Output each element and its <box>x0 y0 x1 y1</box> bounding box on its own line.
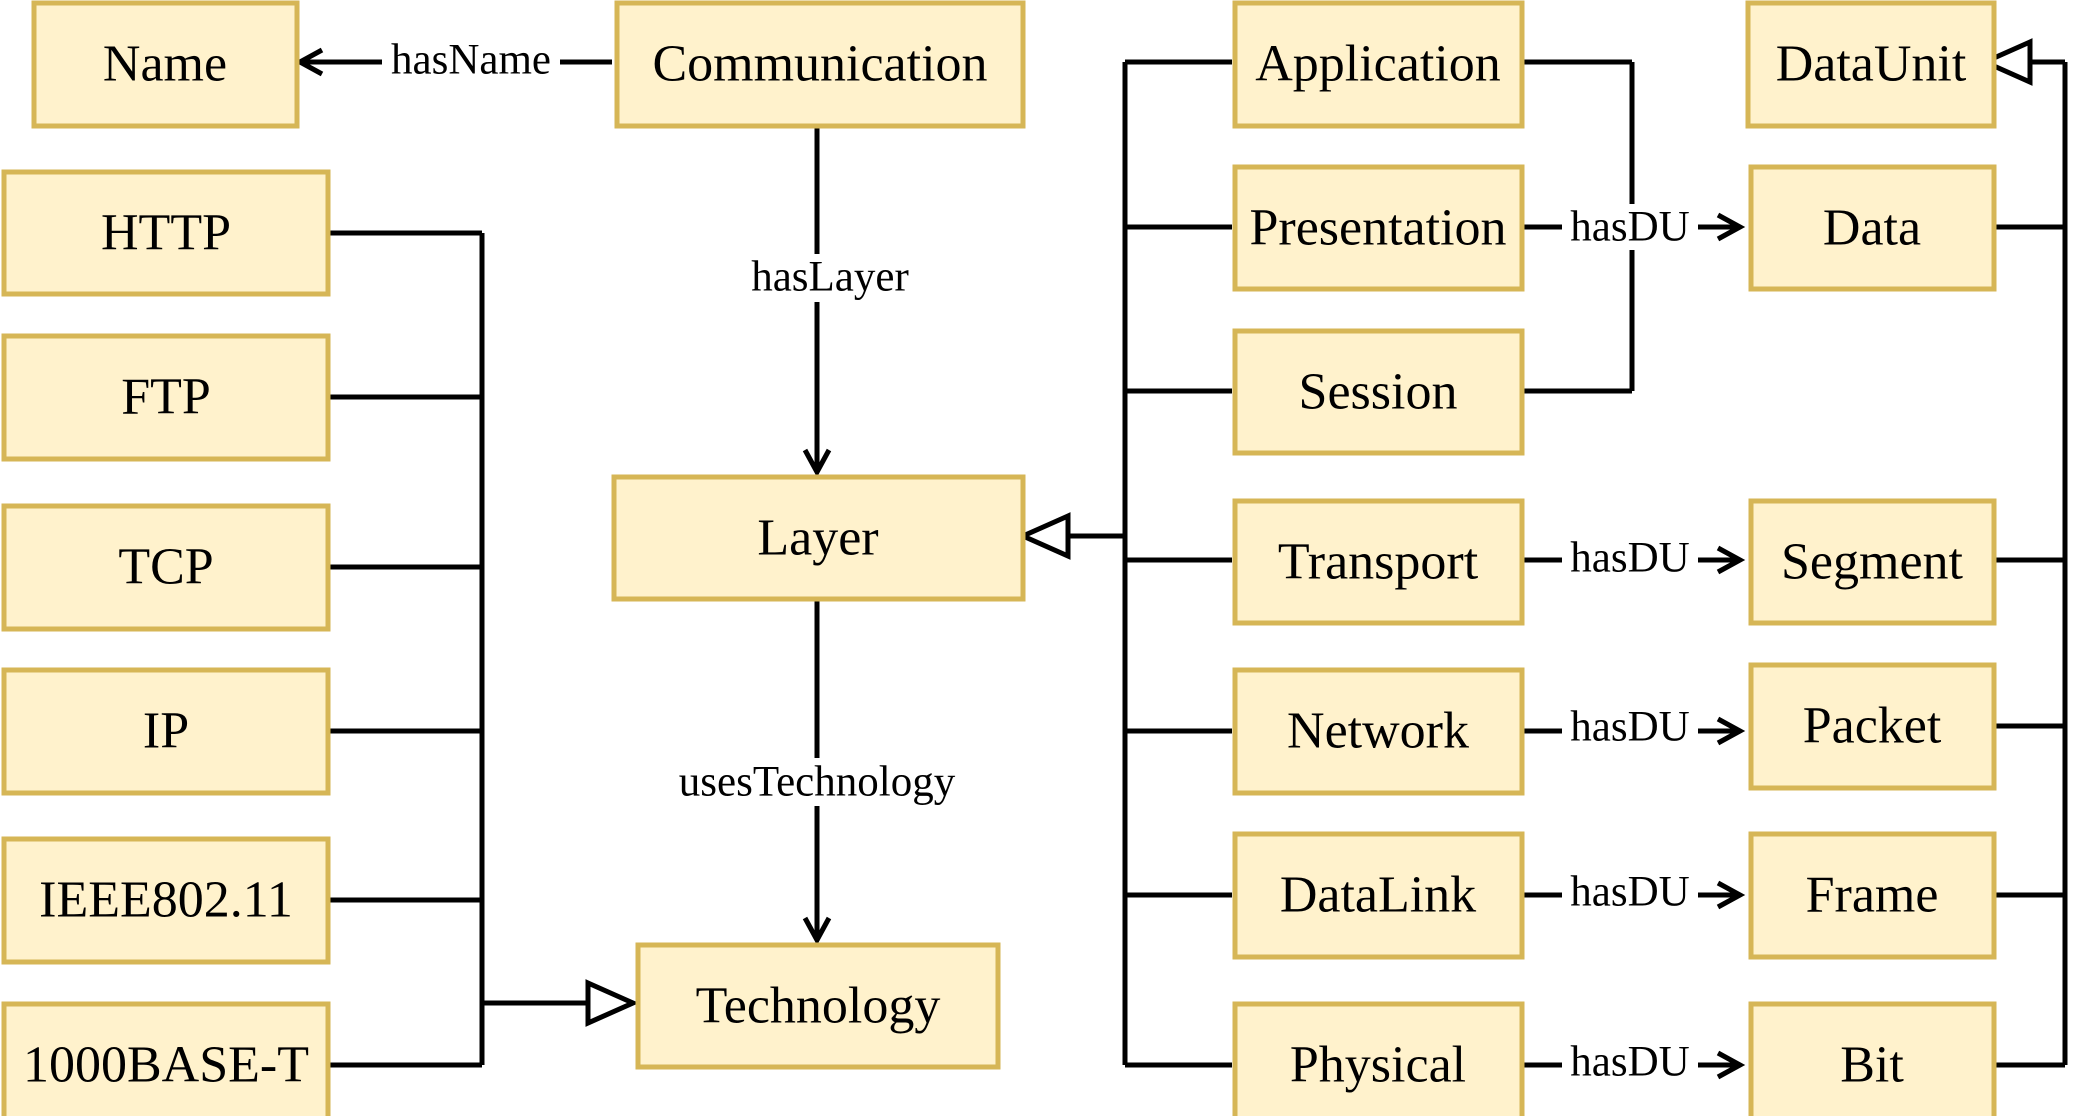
node-dataunit-label: DataUnit <box>1776 36 1967 93</box>
arrowhead-icon <box>802 916 832 946</box>
has-du-transport-label: hasDU <box>1570 535 1689 582</box>
node-1000base-t-label: 1000BASE-T <box>23 1037 309 1094</box>
node-segment-label: Segment <box>1781 534 1964 591</box>
node-tcp-label: TCP <box>118 539 213 596</box>
generalization-triangle-icon <box>1016 512 1071 560</box>
node-datalink[interactable]: DataLink <box>1232 831 1525 960</box>
node-name[interactable]: Name <box>31 0 300 129</box>
node-packet[interactable]: Packet <box>1748 662 1997 791</box>
node-presentation-label: Presentation <box>1249 200 1506 257</box>
arrowhead-icon <box>1716 716 1746 746</box>
node-segment[interactable]: Segment <box>1748 498 1997 626</box>
node-session-label: Session <box>1299 364 1458 421</box>
node-frame-label: Frame <box>1806 867 1939 924</box>
has-layer-label: hasLayer <box>751 254 909 301</box>
node-dataunit[interactable]: DataUnit <box>1745 0 1997 129</box>
arrowhead-icon <box>1716 880 1746 910</box>
has-du-network-label: hasDU <box>1570 704 1689 751</box>
nodes: Name Communication Layer Technology HTTP… <box>1 0 1997 1116</box>
uses-technology-label: usesTechnology <box>679 759 956 806</box>
node-datalink-label: DataLink <box>1280 867 1476 924</box>
has-name-label: hasName <box>391 37 551 84</box>
arrowhead-icon <box>802 448 832 478</box>
arrowhead-icon <box>1716 1050 1746 1080</box>
node-communication-label: Communication <box>652 36 987 93</box>
node-ftp-label: FTP <box>121 369 211 426</box>
node-1000base-t[interactable]: 1000BASE-T <box>1 1001 331 1116</box>
node-session[interactable]: Session <box>1232 328 1525 456</box>
node-ip-label: IP <box>143 703 189 760</box>
node-packet-label: Packet <box>1803 698 1942 755</box>
has-du-physical-label: hasDU <box>1570 1039 1689 1086</box>
node-layer-label: Layer <box>757 510 878 567</box>
arrowhead-icon <box>1716 545 1746 575</box>
has-du-presentation-label: hasDU <box>1570 204 1689 251</box>
node-bit[interactable]: Bit <box>1748 1001 1997 1116</box>
edge-dataunit-subclasses <box>1978 38 2068 1068</box>
generalization-triangle-icon <box>585 979 640 1027</box>
node-technology[interactable]: Technology <box>635 942 1001 1070</box>
node-physical[interactable]: Physical <box>1232 1001 1525 1116</box>
node-tcp[interactable]: TCP <box>1 503 331 632</box>
node-transport-label: Transport <box>1278 534 1479 591</box>
arrowhead-icon <box>294 47 324 77</box>
has-du-datalink-label: hasDU <box>1570 869 1689 916</box>
node-name-label: Name <box>103 36 227 93</box>
node-data[interactable]: Data <box>1748 164 1997 292</box>
node-technology-label: Technology <box>696 978 941 1035</box>
node-http-label: HTTP <box>101 205 231 262</box>
node-ftp[interactable]: FTP <box>1 333 331 462</box>
node-network[interactable]: Network <box>1232 667 1525 796</box>
node-layer[interactable]: Layer <box>611 474 1026 602</box>
edge-labels: hasName hasLayer usesTechnology hasDU ha… <box>382 37 1698 1086</box>
node-presentation[interactable]: Presentation <box>1232 164 1525 292</box>
edge-technology-subclasses <box>328 230 640 1068</box>
node-communication[interactable]: Communication <box>614 0 1026 129</box>
node-transport[interactable]: Transport <box>1232 498 1525 626</box>
node-frame[interactable]: Frame <box>1748 831 1997 960</box>
generalization-triangle-icon <box>1978 38 2033 86</box>
node-http[interactable]: HTTP <box>1 169 331 297</box>
node-application-label: Application <box>1255 36 1501 93</box>
edge-layer-subclasses <box>1016 59 1232 1068</box>
arrowhead-icon <box>1716 212 1746 242</box>
node-bit-label: Bit <box>1840 1037 1904 1094</box>
node-physical-label: Physical <box>1290 1037 1466 1094</box>
node-network-label: Network <box>1287 703 1469 760</box>
node-data-label: Data <box>1823 200 1921 257</box>
node-application[interactable]: Application <box>1232 0 1525 129</box>
node-ieee80211-label: IEEE802.11 <box>39 872 293 929</box>
node-ieee80211[interactable]: IEEE802.11 <box>1 836 331 965</box>
node-ip[interactable]: IP <box>1 667 331 796</box>
